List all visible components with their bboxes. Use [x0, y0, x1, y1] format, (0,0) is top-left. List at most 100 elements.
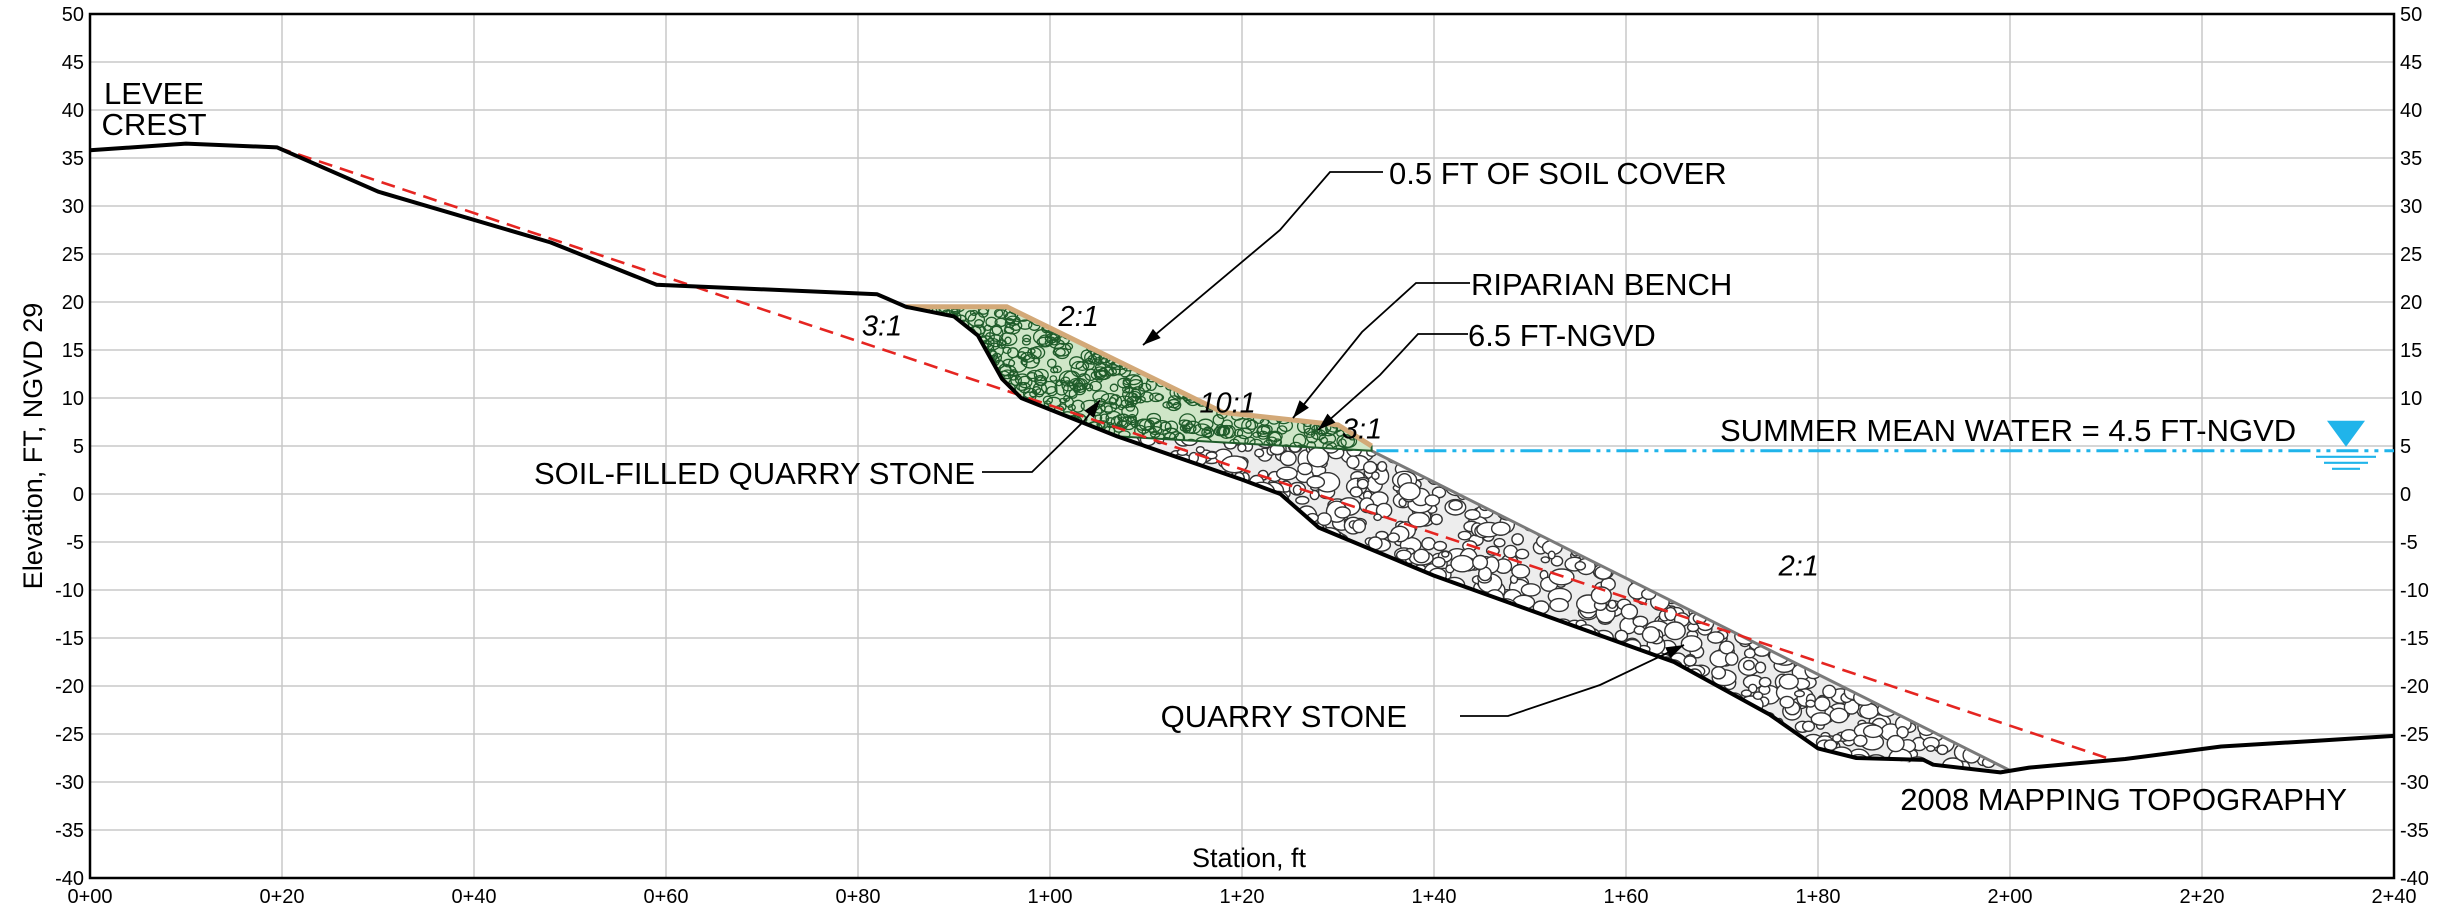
stone [1278, 393, 1287, 401]
stone [1207, 760, 1220, 771]
stone [1861, 454, 1886, 469]
stone [1241, 417, 1257, 434]
stone [1172, 318, 1187, 331]
stone [1660, 476, 1681, 489]
stone [1780, 591, 1789, 601]
stone [1942, 676, 1955, 685]
stone [1674, 692, 1687, 704]
stone [1463, 702, 1483, 718]
stone [971, 414, 985, 424]
stone [1773, 503, 1788, 518]
stone [1119, 550, 1133, 560]
stone [1244, 561, 1255, 570]
stone [1870, 469, 1886, 486]
stone [1134, 647, 1148, 659]
stone [1526, 694, 1540, 705]
stone [1472, 554, 1489, 571]
stone [911, 326, 927, 342]
stone [1153, 455, 1174, 471]
stone [1569, 505, 1589, 524]
stone [1722, 523, 1741, 539]
stone [1752, 722, 1770, 740]
stone [1174, 517, 1190, 531]
stone [1521, 757, 1545, 771]
stone [1012, 431, 1021, 439]
stone [1924, 661, 1940, 673]
stone [1429, 606, 1451, 622]
stone [1923, 465, 1951, 485]
stone [1155, 524, 1172, 536]
stone [1273, 676, 1287, 691]
stone [1329, 349, 1338, 357]
stone [1573, 718, 1583, 730]
stone [1624, 742, 1646, 762]
stone [1860, 574, 1876, 590]
stone [1957, 573, 1970, 584]
stone [1664, 479, 1676, 489]
stone [1852, 544, 1867, 555]
stone [1143, 751, 1156, 766]
stone [931, 425, 942, 436]
stone [1916, 484, 1931, 498]
stone [1474, 639, 1494, 659]
stone [1758, 473, 1784, 493]
stone [1511, 533, 1525, 546]
stone [937, 427, 954, 442]
stone [1415, 641, 1435, 660]
stone [1117, 572, 1124, 580]
stone [1643, 464, 1653, 473]
stone [1472, 452, 1483, 462]
stone [1699, 701, 1720, 715]
stone [1101, 435, 1110, 443]
stone [1290, 565, 1302, 576]
stone [1483, 628, 1511, 651]
stone [1666, 567, 1682, 583]
stone [1243, 622, 1256, 637]
stone [1482, 466, 1506, 485]
stone [1929, 460, 1947, 478]
stone [1129, 310, 1140, 319]
stone [1604, 456, 1622, 471]
stone [1644, 705, 1656, 715]
stone [1118, 614, 1145, 635]
stone [1516, 673, 1530, 682]
stone [1262, 733, 1277, 745]
stone [1057, 420, 1070, 432]
stone [1481, 755, 1492, 764]
arrowhead [1293, 400, 1309, 418]
stone [1941, 492, 1965, 509]
stone [1261, 537, 1288, 558]
stone [1974, 574, 1989, 585]
stone [957, 399, 977, 414]
stone [1215, 313, 1231, 326]
stone [1033, 357, 1041, 364]
stone [1190, 638, 1200, 647]
stone [1204, 661, 1217, 672]
stone [1826, 597, 1847, 619]
stone [1176, 762, 1192, 771]
stone [1597, 497, 1621, 520]
stone [1694, 560, 1714, 579]
stone [1832, 596, 1854, 613]
stone [1139, 321, 1151, 331]
stone [1273, 613, 1298, 633]
stone [1302, 318, 1322, 331]
stone [1274, 381, 1288, 392]
stone [1853, 734, 1868, 747]
stone [1125, 714, 1144, 730]
stone [1501, 612, 1520, 629]
stone [1888, 477, 1902, 490]
stone [1298, 554, 1318, 572]
stone [1270, 600, 1292, 616]
stone [1191, 619, 1202, 628]
stone [1936, 744, 1949, 756]
stone [1638, 708, 1662, 723]
stone [1026, 438, 1036, 446]
stone [1530, 675, 1551, 692]
stone [1976, 601, 1993, 615]
stone [2002, 463, 2010, 475]
stone [1819, 614, 1840, 629]
stone [975, 363, 986, 371]
y-tick-label-right: 5 [2400, 436, 2411, 458]
stone [1152, 343, 1165, 355]
